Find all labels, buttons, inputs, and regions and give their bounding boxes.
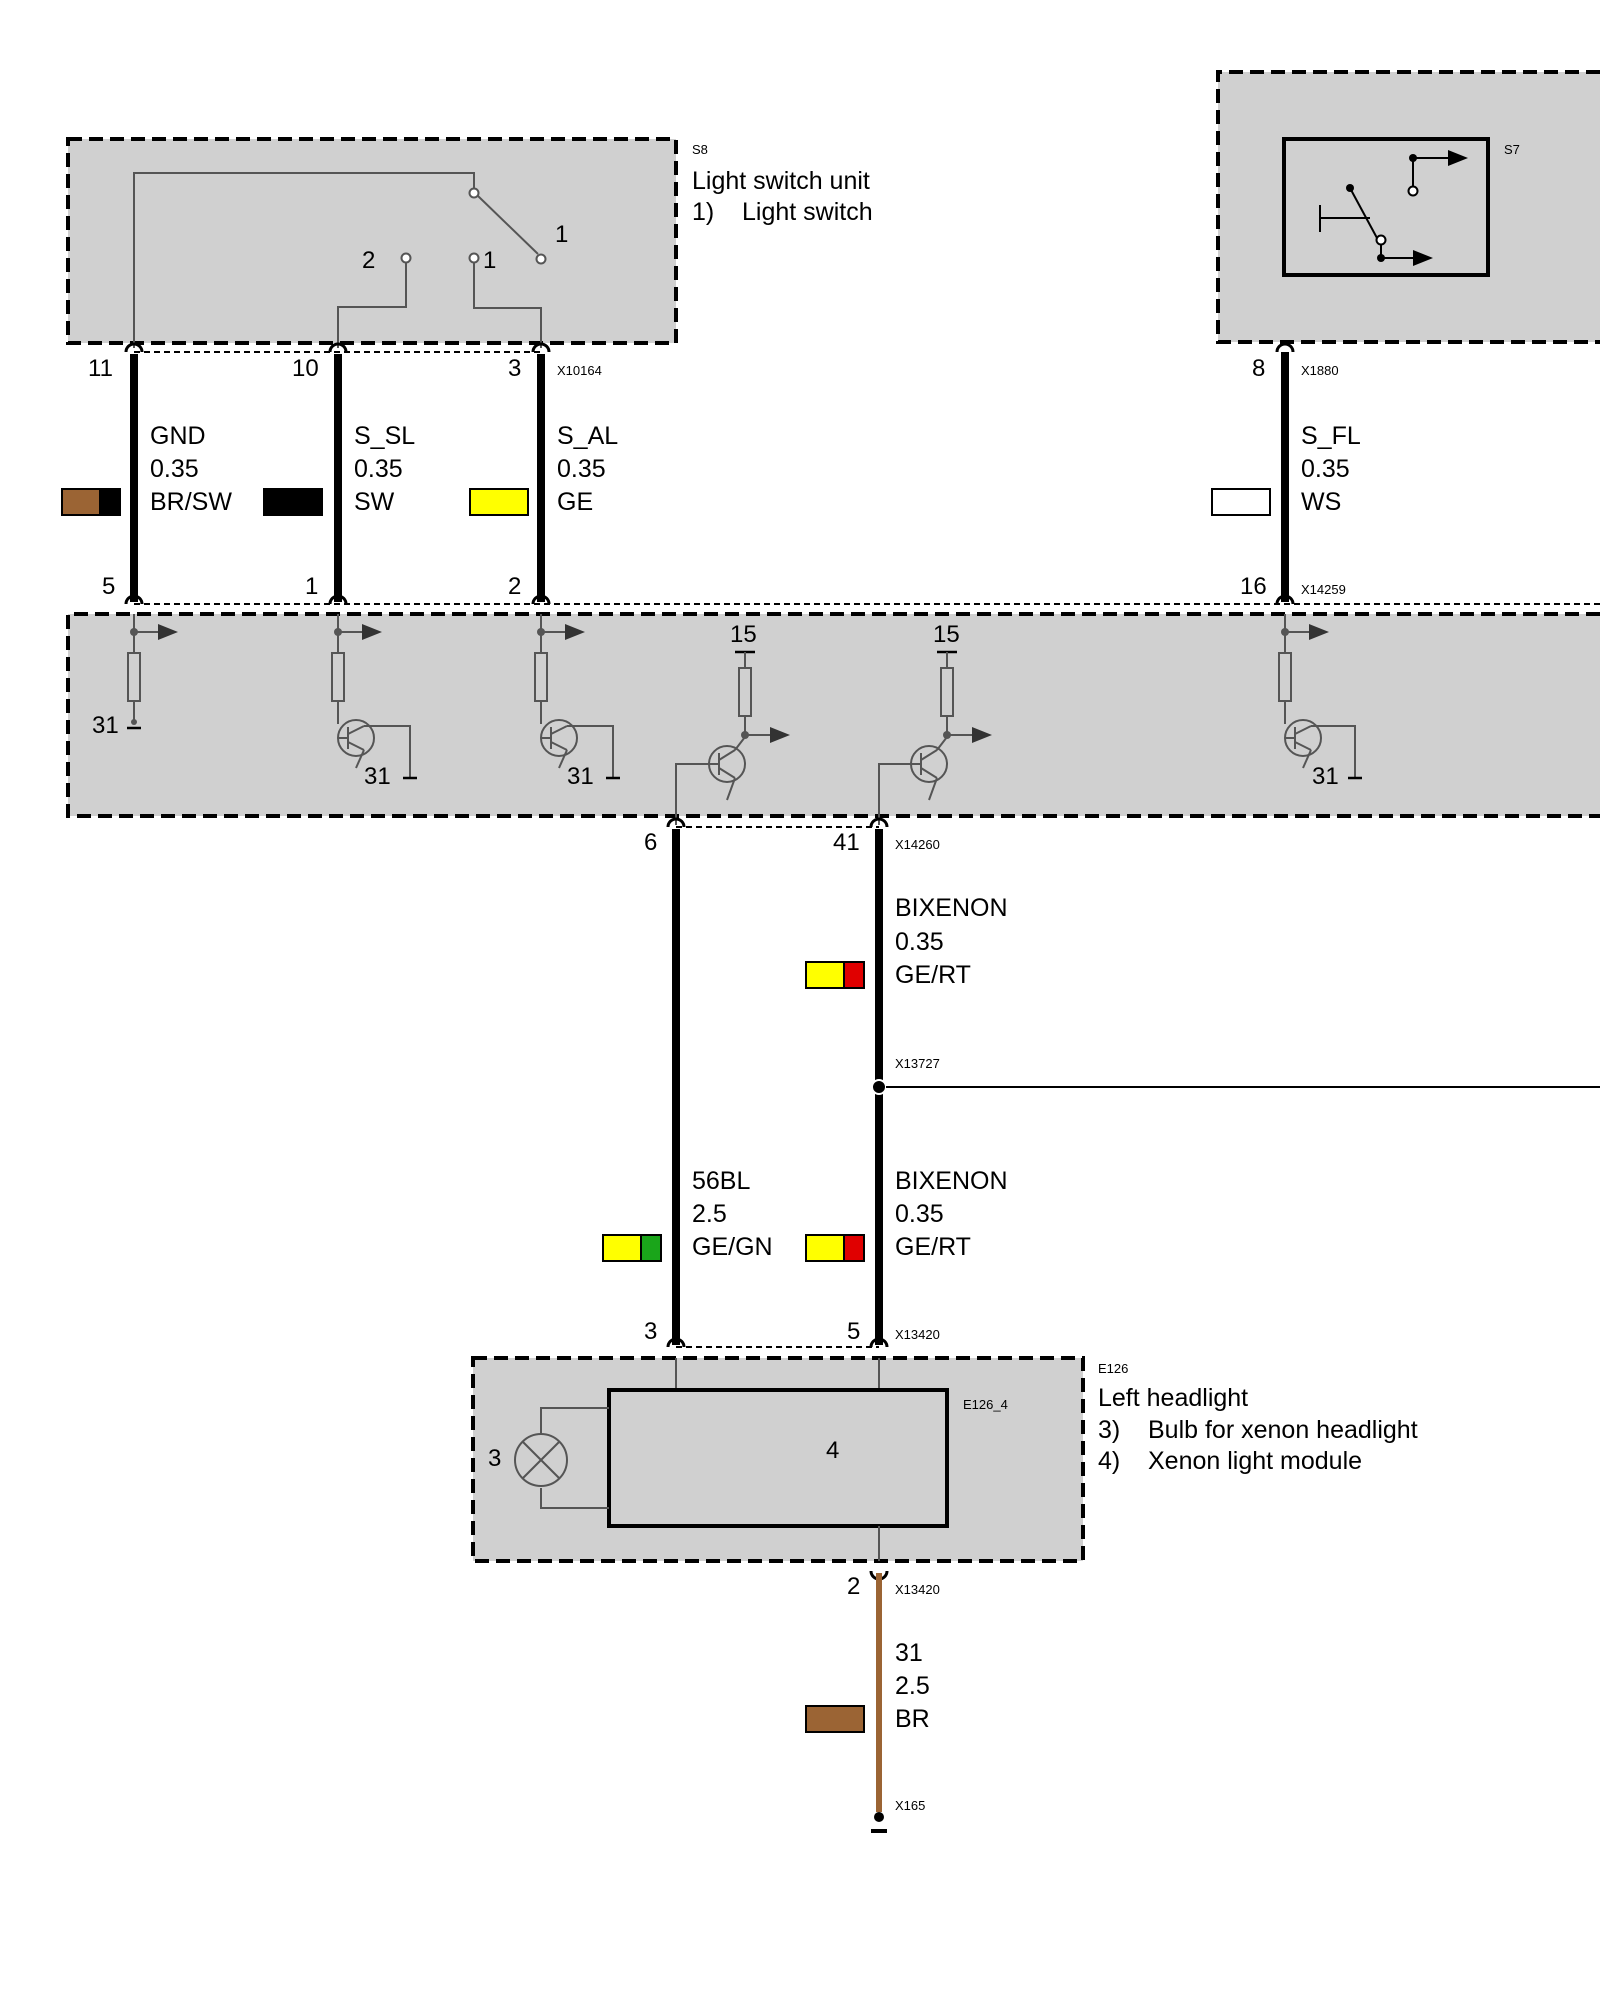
e126-left-headlight: 3 4 E126_4 — [471, 1356, 1085, 1563]
s-al-pin-top: 3 — [508, 355, 521, 382]
s-fl-gauge: 0.35 — [1301, 455, 1350, 483]
s-sl-gauge: 0.35 — [354, 455, 403, 483]
s-al-name: S_AL — [557, 422, 618, 450]
connector-x13727: X13727 — [895, 1056, 940, 1071]
s-sl-pin-top: 10 — [292, 355, 319, 382]
module-supply-15-b: 15 — [933, 621, 960, 648]
e126-item3-text: Bulb for xenon headlight — [1148, 1416, 1418, 1444]
ground-gauge: 2.5 — [895, 1672, 930, 1700]
s-al-color-swatch — [469, 488, 529, 516]
module-ground-31-d: 31 — [1312, 763, 1339, 790]
bixenon-lower-gauge: 0.35 — [895, 1200, 944, 1228]
connector-x10164: X10164 — [557, 363, 602, 378]
connector-x165: X165 — [895, 1798, 925, 1813]
wire-bixenon — [869, 817, 1600, 1348]
connector-x1880: X1880 — [1301, 363, 1339, 378]
bixenon-lower-name: BIXENON — [895, 1167, 1008, 1195]
wire-s-al — [531, 342, 551, 605]
gnd-color-swatch-primary — [61, 488, 101, 516]
e126-item4-text: Xenon light module — [1148, 1447, 1362, 1475]
bixenon-lower-color-swatch-primary — [805, 1234, 845, 1262]
module-ground-31-b: 31 — [364, 763, 391, 790]
s8-id-label: S8 — [692, 142, 708, 157]
wire-s-fl — [1275, 342, 1295, 605]
s7-switch-unit: S7 — [1216, 70, 1600, 344]
s-fl-name: S_FL — [1301, 422, 1361, 450]
e126-item3-index: 3) — [1098, 1416, 1120, 1444]
module-ground-31-c: 31 — [567, 763, 594, 790]
s-fl-pin-bottom: 16 — [1240, 573, 1267, 600]
56bl-color-swatch-primary — [602, 1234, 642, 1262]
s8-item-index: 1) — [692, 198, 714, 226]
s-sl-pin-bottom: 1 — [305, 573, 318, 600]
bixenon-upper-color: GE/RT — [895, 961, 971, 989]
s8-contact-2-label: 2 — [362, 247, 375, 274]
s-sl-color-swatch — [263, 488, 323, 516]
bixenon-upper-gauge: 0.35 — [895, 928, 944, 956]
bixenon-pin-bottom: 5 — [847, 1318, 860, 1345]
s8-contact-1b-label: 1 — [483, 247, 496, 274]
ground-pin-top: 2 — [847, 1573, 860, 1600]
56bl-pin-bottom: 3 — [644, 1318, 657, 1345]
s-al-gauge: 0.35 — [557, 455, 606, 483]
gnd-pin-bottom: 5 — [102, 573, 115, 600]
s-al-color: GE — [557, 488, 593, 516]
s8-item-text: Light switch — [742, 198, 873, 226]
e126-sub-id: E126_4 — [963, 1397, 1008, 1412]
56bl-gauge: 2.5 — [692, 1200, 727, 1228]
56bl-pin-top: 6 — [644, 829, 657, 856]
ground-color: BR — [895, 1705, 930, 1733]
e126-id-label: E126 — [1098, 1361, 1128, 1376]
connector-x14260: X14260 — [895, 837, 940, 852]
bixenon-pin-top: 41 — [833, 829, 860, 856]
56bl-color: GE/GN — [692, 1233, 773, 1261]
gnd-color: BR/SW — [150, 488, 232, 516]
s7-id-label: S7 — [1504, 142, 1520, 157]
ground-name: 31 — [895, 1639, 923, 1667]
wire-56bl — [666, 817, 686, 1348]
bulb-label: 3 — [488, 1445, 501, 1472]
s-sl-color: SW — [354, 488, 395, 516]
bixenon-lower-color: GE/RT — [895, 1233, 971, 1261]
s-fl-color-swatch — [1211, 488, 1271, 516]
connector-x13420-bottom: X13420 — [895, 1582, 940, 1597]
s-fl-pin-top: 8 — [1252, 355, 1265, 382]
wire-gnd — [124, 342, 144, 605]
module-label: 4 — [826, 1437, 839, 1464]
bixenon-upper-name: BIXENON — [895, 894, 1008, 922]
s-sl-name: S_SL — [354, 422, 415, 450]
s-al-pin-bottom: 2 — [508, 573, 521, 600]
connector-x13420-top: X13420 — [895, 1327, 940, 1342]
e126-title: Left headlight — [1098, 1384, 1248, 1412]
wire-ground-31 — [869, 1570, 889, 1833]
module-supply-15-a: 15 — [730, 621, 757, 648]
bixenon-upper-color-swatch-primary — [805, 961, 845, 989]
ground-color-swatch — [805, 1705, 865, 1733]
gnd-gauge: 0.35 — [150, 455, 199, 483]
56bl-name: 56BL — [692, 1167, 750, 1195]
s8-contact-1-label: 1 — [555, 221, 568, 248]
s8-light-switch-unit: 2 1 1 — [66, 137, 678, 348]
gnd-pin-top: 11 — [88, 355, 113, 382]
connector-x14259: X14259 — [1301, 582, 1346, 597]
xenon-light-module-box — [607, 1388, 949, 1528]
e126-item4-index: 4) — [1098, 1447, 1120, 1475]
control-module: 31 31 31 31 15 15 — [66, 612, 1600, 825]
gnd-name: GND — [150, 422, 206, 450]
s-fl-color: WS — [1301, 488, 1341, 516]
s8-title: Light switch unit — [692, 167, 870, 195]
wire-s-sl — [328, 342, 348, 605]
module-ground-31-a: 31 — [92, 712, 119, 739]
